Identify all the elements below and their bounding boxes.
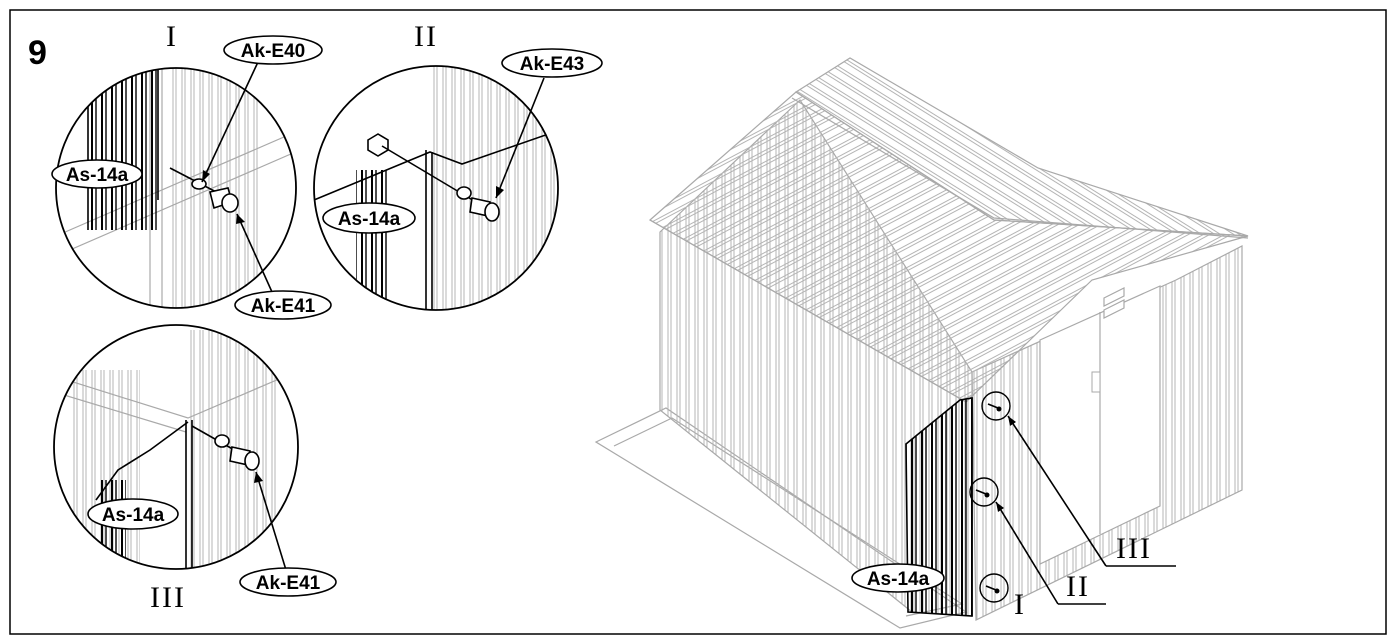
- part-label-As-14a-III: As-14a: [87, 498, 179, 530]
- callout-circle-I: [979, 573, 1009, 603]
- svg-text:As-14a: As-14a: [867, 569, 930, 590]
- svg-text:As-14a: As-14a: [102, 505, 165, 526]
- detail-circle-I: [55, 67, 297, 309]
- callout-circle-II: [969, 477, 999, 507]
- detail-III-numeral: III: [150, 581, 186, 614]
- part-label-As-14a-main: As-14a: [851, 563, 945, 593]
- main-callout-II: II: [1066, 570, 1090, 603]
- svg-text:Ak-E43: Ak-E43: [520, 54, 584, 75]
- part-label-Ak-E40: Ak-E40: [223, 35, 323, 65]
- part-label-Ak-E41-III: Ak-E41: [239, 567, 337, 597]
- svg-text:As-14a: As-14a: [338, 209, 401, 230]
- svg-text:As-14a: As-14a: [66, 165, 129, 186]
- svg-text:Ak-E41: Ak-E41: [251, 296, 316, 317]
- svg-text:Ak-E41: Ak-E41: [256, 573, 321, 594]
- main-callout-I: I: [1014, 588, 1026, 621]
- main-callout-III: III: [1116, 532, 1152, 565]
- part-label-Ak-E41-I: Ak-E41: [234, 290, 332, 320]
- detail-II-numeral: II: [414, 20, 438, 53]
- callout-circle-III: [981, 391, 1011, 421]
- detail-I-numeral: I: [166, 20, 178, 53]
- part-label-Ak-E43: Ak-E43: [501, 48, 603, 78]
- step-number: 9: [28, 34, 47, 72]
- svg-text:Ak-E40: Ak-E40: [241, 41, 305, 62]
- part-label-As-14a-II: As-14a: [322, 202, 416, 234]
- part-label-As-14a-I: As-14a: [51, 159, 143, 189]
